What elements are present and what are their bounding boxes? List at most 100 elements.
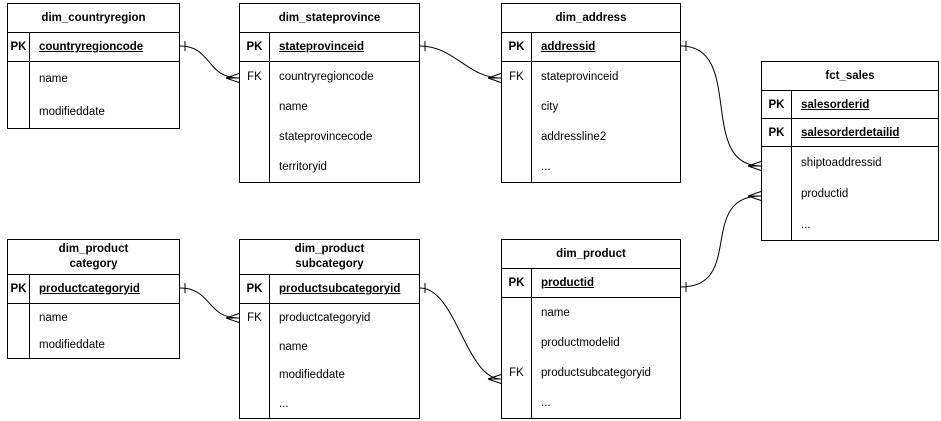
key-badge-empty (502, 328, 531, 358)
entity-title-dim_address: dim_address (502, 4, 680, 33)
key-badge-pk: PK (768, 98, 785, 111)
relationship-line (680, 45, 762, 167)
entity-title-line: dim_countryregion (41, 11, 146, 24)
relationship-rel-subcategory-product (419, 283, 502, 384)
key-badge-empty (502, 388, 531, 418)
key-badge-empty (762, 209, 791, 240)
key-badge-empty (762, 178, 791, 209)
key-badge-empty (240, 361, 269, 390)
attribute-name: productsubcategoryid (541, 367, 651, 379)
key-badge-fk: FK (509, 71, 524, 83)
crows-foot-prong-0 (747, 191, 762, 197)
crows-foot-prong-0 (487, 73, 502, 79)
key-badge-fk: FK (509, 367, 524, 379)
key-badge-pk: PK (768, 126, 785, 139)
attribute-name: salesorderdetailid (791, 119, 938, 146)
attribute-name: productcategoryid (29, 275, 179, 303)
crows-foot-prong-2 (225, 77, 240, 83)
attribute-name: productsubcategoryid (269, 275, 419, 303)
attribute-name: stateprovincecode (279, 131, 373, 143)
key-badge-empty (240, 333, 269, 362)
attribute-name: shiptoaddressid (801, 156, 882, 169)
key-badge-empty (502, 122, 531, 152)
attribute-key-column: FK (502, 298, 531, 418)
attribute-name: stateprovinceid (269, 33, 419, 61)
attribute-key-column (762, 147, 791, 240)
attribute-key-column: FK (502, 62, 531, 182)
attribute-key-column: FK (240, 304, 269, 418)
key-badge-empty (502, 92, 531, 122)
attribute-name: name (541, 307, 570, 319)
attribute-name: name (279, 101, 308, 113)
crows-foot-prong-2 (747, 195, 762, 201)
attribute-name: ... (801, 218, 811, 231)
key-badge-pk: PK (10, 283, 27, 295)
key-badge-pk: PK (508, 41, 525, 53)
attribute-name: city (541, 101, 559, 113)
relationship-rel-address-sales (680, 41, 762, 171)
attribute-name: ... (279, 397, 289, 410)
attribute-name: territoryid (279, 161, 327, 173)
entity-title-line: dim_product (556, 247, 626, 260)
attribute-name: modifieddate (279, 369, 345, 382)
attribute-name: addressid (531, 33, 680, 61)
pk-row-dim_address-addressid[interactable]: PK addressid (502, 33, 680, 62)
entity-title-line: dim_stateprovince (278, 11, 381, 24)
entity-title-fct_sales: fct_sales (762, 62, 938, 91)
attribute-name: productcategoryid (279, 312, 371, 325)
relationship-line (419, 45, 502, 79)
relationship-line (179, 287, 240, 319)
entity-title-dim_countryregion: dim_countryregion (8, 4, 179, 33)
entity-title-line: subcategory (295, 258, 364, 270)
key-badge-empty (502, 152, 531, 182)
pk-row-fct_sales-salesorderdetailid[interactable]: PK salesorderdetailid (762, 119, 938, 147)
attribute-block-dim_productsubcategory: FK productcategoryid name modifieddate... (240, 304, 419, 418)
relationship-line (680, 195, 762, 288)
relationship-line (179, 45, 240, 79)
key-badge-pk: PK (246, 41, 263, 53)
attribute-name: name (39, 311, 68, 324)
entity-title-line: dim_address (555, 11, 627, 24)
attribute-name: modifieddate (39, 105, 105, 118)
attribute-name: name (279, 340, 308, 353)
crows-foot-prong-2 (225, 317, 240, 323)
key-badge-empty (8, 95, 29, 128)
key-badge-fk: FK (247, 71, 262, 83)
key-badge-empty (762, 147, 791, 178)
attribute-name: stateprovinceid (541, 71, 619, 83)
pk-row-dim_stateprovince-stateprovinceid[interactable]: PK stateprovinceid (240, 33, 419, 62)
relationship-line (419, 287, 502, 380)
key-badge-empty (8, 304, 29, 331)
relationship-rel-stateprovince-address (419, 41, 502, 83)
crows-foot-prong-0 (225, 313, 240, 319)
key-badge-empty (240, 390, 269, 419)
key-badge-fk: FK (247, 312, 262, 325)
key-badge-empty (240, 92, 269, 122)
crows-foot-prong-0 (487, 374, 502, 380)
entity-title-dim_product: dim_product (502, 240, 680, 269)
crows-foot-prong-0 (747, 161, 762, 167)
crows-foot-prong-0 (225, 73, 240, 79)
